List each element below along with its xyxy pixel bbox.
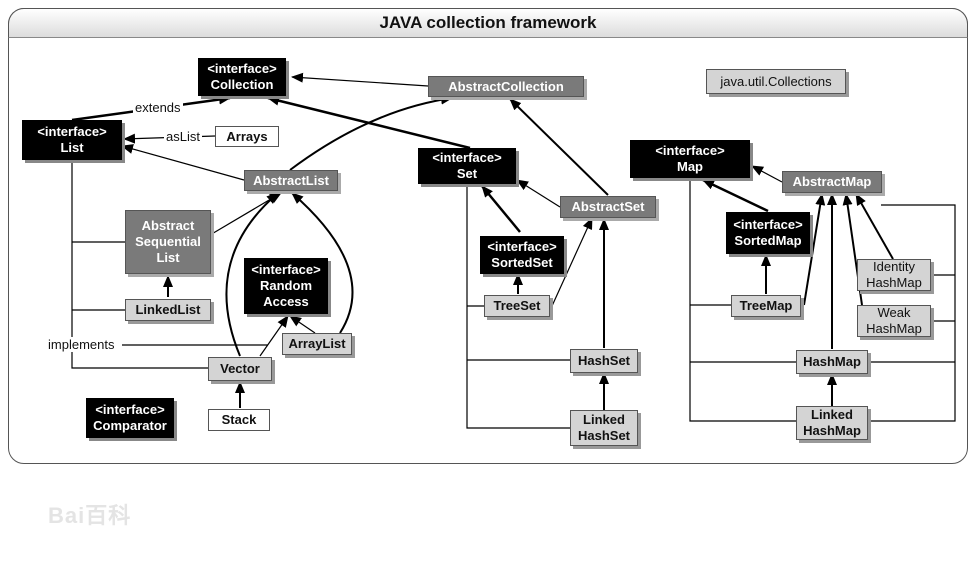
node-array-list: ArrayList xyxy=(282,333,352,355)
node-map: <interface>Map xyxy=(630,140,750,178)
edge-identityhashmap-abstractmap xyxy=(855,193,894,260)
node-collection: <interface>Collection xyxy=(198,58,286,96)
node-label-line: AbstractCollection xyxy=(448,78,564,94)
node-label-line: <interface> xyxy=(655,143,725,158)
edge-vector-randomaccess xyxy=(259,315,289,357)
edge-treeset-abstractset xyxy=(551,217,593,307)
node-label-line: <interface> xyxy=(432,150,502,165)
node-label-line: Sequential xyxy=(135,234,201,249)
node-label-line: <interface> xyxy=(487,239,557,254)
edge-arraylist-randomaccess xyxy=(289,315,316,334)
node-label-line: SortedSet xyxy=(491,255,553,270)
extends-label: extends xyxy=(133,100,183,115)
node-linked-list: LinkedList xyxy=(125,299,211,321)
edge-arraylist-abstractlist xyxy=(291,192,354,334)
node-label-line: AbstractSet xyxy=(571,199,645,214)
node-label-line: TreeSet xyxy=(493,298,541,313)
node-label-line: HashSet xyxy=(577,353,631,368)
edge-vector-abstractlist xyxy=(225,192,279,357)
node-label-line: Stack xyxy=(221,412,257,427)
map-tree-line xyxy=(689,178,956,422)
node-label-line: HashMap xyxy=(803,354,861,369)
edge-sortedset-set xyxy=(481,185,521,233)
node-label-line: ArrayList xyxy=(288,336,346,351)
node-label-line: HashSet xyxy=(577,428,631,443)
node-label-line: Arrays xyxy=(226,128,268,144)
edge-abstractset-abstractcollection xyxy=(509,98,609,196)
node-label-line: Random xyxy=(260,278,312,293)
node-label-line: Linked xyxy=(811,407,853,422)
edge-abstractlist-list xyxy=(121,144,245,181)
implements-label: implements xyxy=(46,337,117,352)
baidu-watermark: Bai百科 xyxy=(48,503,132,528)
list-tree-line xyxy=(71,160,208,369)
node-label-line: java.util.Collections xyxy=(720,73,832,89)
node-sorted-set: <interface>SortedSet xyxy=(480,236,564,274)
node-comparator: <interface>Comparator xyxy=(86,398,174,438)
node-label-line: Set xyxy=(456,166,478,181)
node-label-line: AbstractMap xyxy=(792,174,872,189)
node-label-line: <interface> xyxy=(251,262,321,277)
node-label-line: List xyxy=(156,250,180,265)
node-label-line: <interface> xyxy=(207,61,277,76)
node-tree-set: TreeSet xyxy=(484,295,550,317)
node-label-line: Comparator xyxy=(93,418,167,433)
node-label-line: <interface> xyxy=(37,124,107,139)
node-sorted-map: <interface>SortedMap xyxy=(726,212,810,254)
node-hash-set: HashSet xyxy=(570,349,638,373)
node-set: <interface>Set xyxy=(418,148,516,184)
edge-abstractset-set xyxy=(516,179,561,208)
diagram-title: JAVA collection framework xyxy=(8,8,968,38)
node-abstract-collection: AbstractCollection xyxy=(428,76,584,97)
edge-abstractlist-abstractcollection xyxy=(289,94,453,171)
node-hash-map: HashMap xyxy=(796,350,868,374)
node-label-line: Abstract xyxy=(141,218,195,233)
edge-abstractmap-map xyxy=(751,165,783,183)
node-abstract-list: AbstractList xyxy=(244,170,338,191)
node-label-line: Map xyxy=(677,159,703,174)
node-tree-map: TreeMap xyxy=(731,295,801,317)
node-label-line: Vector xyxy=(220,361,260,376)
edge-treemap-abstractmap xyxy=(803,193,826,306)
node-label-line: Collection xyxy=(210,77,274,92)
node-label-line: <interface> xyxy=(95,402,165,417)
node-label-line: SortedMap xyxy=(734,233,802,248)
node-vector: Vector xyxy=(208,357,272,381)
node-label-line: HashMap xyxy=(866,321,922,336)
node-arrays: Arrays xyxy=(215,126,279,147)
node-label-line: Identity xyxy=(873,259,915,274)
node-label-line: Weak xyxy=(877,305,911,320)
aslist-label: asList xyxy=(164,129,202,144)
node-list: <interface>List xyxy=(22,120,122,160)
node-label-line: TreeMap xyxy=(739,298,793,313)
edge-sortedmap-map xyxy=(702,178,769,213)
node-label-line: AbstractList xyxy=(253,172,329,188)
node-java-util-collections: java.util.Collections xyxy=(706,69,846,94)
node-abstract-map: AbstractMap xyxy=(782,171,882,193)
node-stack: Stack xyxy=(208,409,270,431)
node-label-line: HashMap xyxy=(803,423,861,438)
node-label-line: Linked xyxy=(583,412,625,427)
node-label-line: LinkedList xyxy=(135,302,201,317)
node-label-line: HashMap xyxy=(866,275,922,290)
edge-abstractcollection-collection xyxy=(291,72,429,87)
set-tree-line xyxy=(466,183,570,429)
node-label-line: <interface> xyxy=(733,217,803,232)
node-label-line: List xyxy=(60,140,84,155)
node-label-line: Access xyxy=(263,294,309,309)
node-abstract-set: AbstractSet xyxy=(560,196,656,218)
